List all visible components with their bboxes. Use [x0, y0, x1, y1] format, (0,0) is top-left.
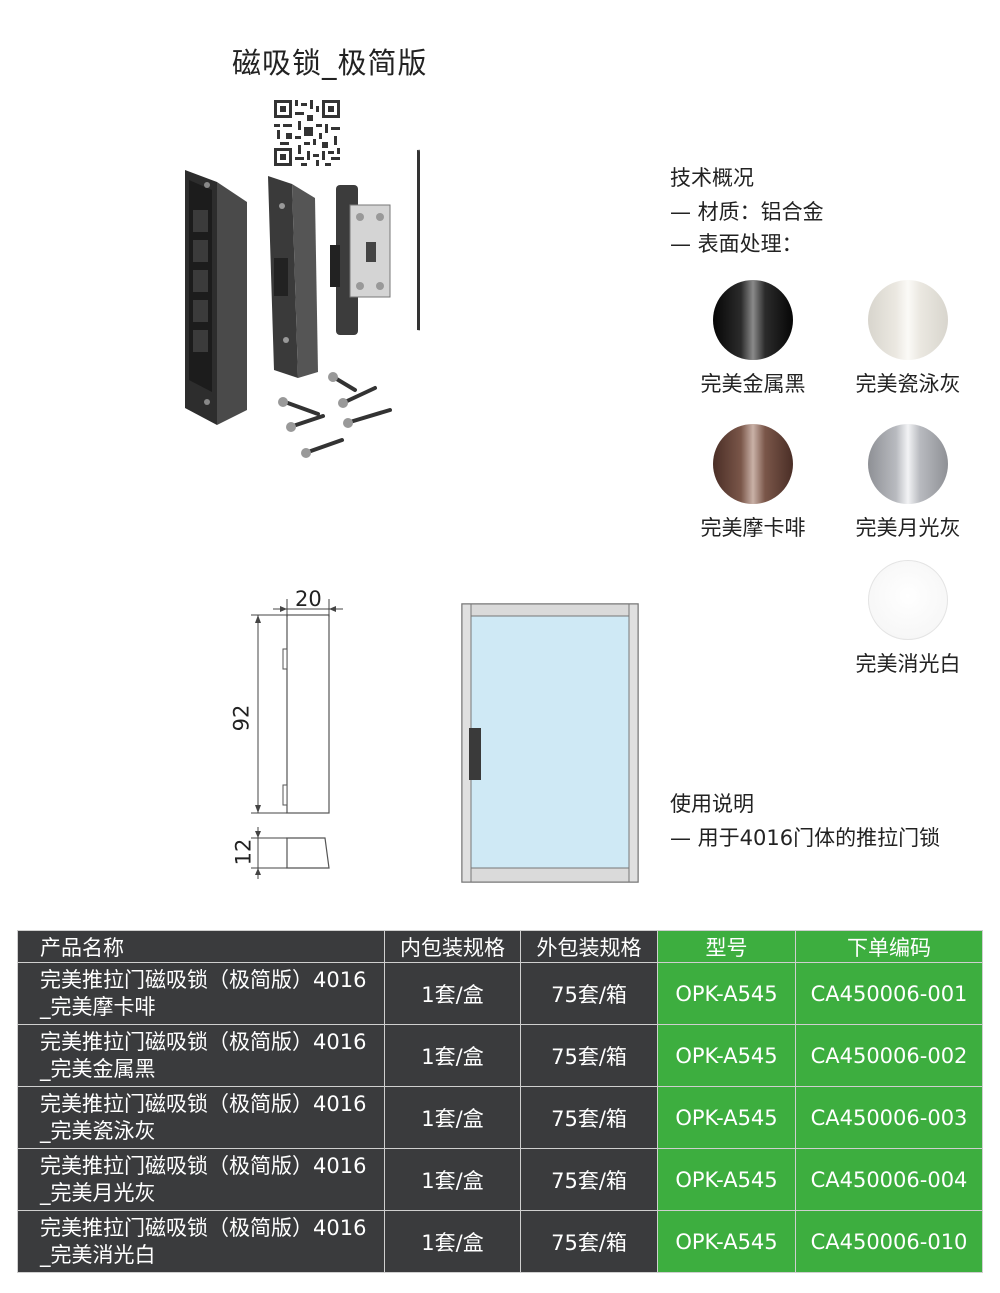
cell-model: OPK-A545	[657, 1148, 796, 1211]
dimension-depth: 12	[231, 838, 256, 866]
usage-line: — 用于4016门体的推拉门锁	[670, 826, 941, 850]
swatch-label-metal-black: 完美金属黑	[700, 372, 806, 396]
screws	[283, 376, 392, 454]
cell-order-code: CA450006-010	[795, 1210, 983, 1273]
name-line-2: _完美金属黑	[40, 1056, 156, 1081]
qr-code-icon	[274, 100, 340, 166]
header-inner-pack: 内包装规格	[384, 930, 521, 963]
swatch-label-porcelain-gray: 完美瓷泳灰	[855, 372, 961, 396]
page-title: 磁吸锁_极简版	[232, 46, 428, 80]
strike-plate	[268, 176, 318, 378]
cell-order-code: CA450006-004	[795, 1148, 983, 1211]
cell-outer-pack: 75套/箱	[520, 962, 658, 1025]
dimension-height: 92	[229, 704, 254, 732]
name-line-1: 完美推拉门磁吸锁（极简版）4016	[40, 1091, 367, 1116]
usage-heading: 使用说明	[670, 792, 754, 816]
swatch-moonlight-gray	[868, 424, 948, 504]
cell-inner-pack: 1套/盒	[384, 1086, 521, 1149]
name-line-2: _完美瓷泳灰	[40, 1118, 156, 1143]
header-model: 型号	[657, 930, 796, 963]
cell-model: OPK-A545	[657, 1024, 796, 1087]
tech-heading: 技术概况	[670, 166, 754, 190]
table-header-row: 产品名称 内包装规格 外包装规格 型号 下单编码	[17, 930, 983, 963]
name-line-1: 完美推拉门磁吸锁（极简版）4016	[40, 967, 367, 992]
swatch-mocha-brown	[713, 424, 793, 504]
cell-model: OPK-A545	[657, 962, 796, 1025]
cell-model: OPK-A545	[657, 1086, 796, 1149]
dimension-width: 20	[295, 587, 322, 611]
name-line-2: _完美摩卡啡	[40, 994, 156, 1019]
handle-block	[417, 149, 420, 331]
spec-table: 产品名称 内包装规格 外包装规格 型号 下单编码 完美推拉门磁吸锁（极简版）40…	[17, 930, 983, 1273]
cell-product-name: 完美推拉门磁吸锁（极简版）4016_完美瓷泳灰	[17, 1086, 385, 1149]
product-illustration	[185, 149, 420, 458]
lock-body	[330, 185, 391, 335]
tech-material: — 材质：铝合金	[670, 200, 824, 224]
name-line-2: _完美月光灰	[40, 1180, 156, 1205]
cell-inner-pack: 1套/盒	[384, 1210, 521, 1273]
cell-inner-pack: 1套/盒	[384, 1148, 521, 1211]
cell-outer-pack: 75套/箱	[520, 1210, 658, 1273]
header-outer-pack: 外包装规格	[520, 930, 658, 963]
header-order-code: 下单编码	[795, 930, 983, 963]
swatch-porcelain-gray	[868, 280, 948, 360]
face-plate	[185, 170, 247, 425]
table-row: 完美推拉门磁吸锁（极简版）4016_完美摩卡啡 1套/盒 75套/箱 OPK-A…	[17, 962, 983, 1025]
swatch-label-mocha-brown: 完美摩卡啡	[700, 516, 806, 540]
cell-inner-pack: 1套/盒	[384, 962, 521, 1025]
door-illustration	[461, 603, 639, 883]
table-row: 完美推拉门磁吸锁（极简版）4016_完美消光白 1套/盒 75套/箱 OPK-A…	[17, 1210, 983, 1273]
name-line-1: 完美推拉门磁吸锁（极简版）4016	[40, 1215, 367, 1240]
cell-product-name: 完美推拉门磁吸锁（极简版）4016_完美摩卡啡	[17, 962, 385, 1025]
swatch-matte-white	[868, 560, 948, 640]
cell-product-name: 完美推拉门磁吸锁（极简版）4016_完美金属黑	[17, 1024, 385, 1087]
swatch-label-moonlight-gray: 完美月光灰	[855, 516, 961, 540]
cell-outer-pack: 75套/箱	[520, 1086, 658, 1149]
tech-finish: — 表面处理：	[670, 232, 803, 256]
table-row: 完美推拉门磁吸锁（极简版）4016_完美金属黑 1套/盒 75套/箱 OPK-A…	[17, 1024, 983, 1087]
name-line-1: 完美推拉门磁吸锁（极简版）4016	[40, 1029, 367, 1054]
cell-product-name: 完美推拉门磁吸锁（极简版）4016_完美月光灰	[17, 1148, 385, 1211]
cell-product-name: 完美推拉门磁吸锁（极简版）4016_完美消光白	[17, 1210, 385, 1273]
dimension-drawing	[251, 599, 343, 879]
cell-model: OPK-A545	[657, 1210, 796, 1273]
cell-outer-pack: 75套/箱	[520, 1024, 658, 1087]
name-line-2: _完美消光白	[40, 1242, 156, 1267]
cell-order-code: CA450006-001	[795, 962, 983, 1025]
cell-order-code: CA450006-002	[795, 1024, 983, 1087]
table-row: 完美推拉门磁吸锁（极简版）4016_完美瓷泳灰 1套/盒 75套/箱 OPK-A…	[17, 1086, 983, 1149]
swatch-label-matte-white: 完美消光白	[855, 652, 961, 676]
name-line-1: 完美推拉门磁吸锁（极简版）4016	[40, 1153, 367, 1178]
cell-inner-pack: 1套/盒	[384, 1024, 521, 1087]
table-row: 完美推拉门磁吸锁（极简版）4016_完美月光灰 1套/盒 75套/箱 OPK-A…	[17, 1148, 983, 1211]
swatch-metal-black	[713, 280, 793, 360]
header-product-name: 产品名称	[17, 930, 385, 963]
cell-outer-pack: 75套/箱	[520, 1148, 658, 1211]
cell-order-code: CA450006-003	[795, 1086, 983, 1149]
